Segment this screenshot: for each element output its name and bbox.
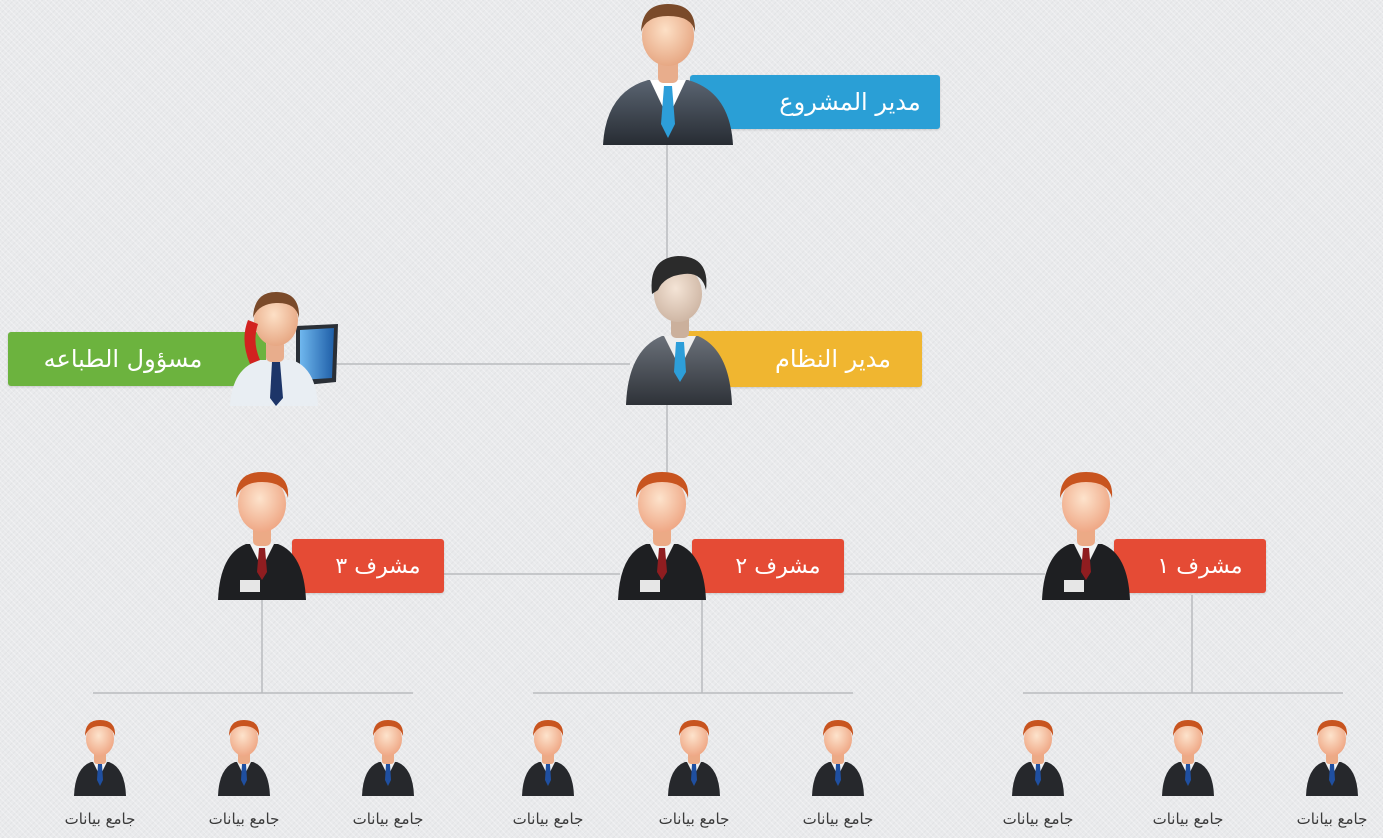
collector-person-icon (1162, 720, 1214, 796)
supervisor-person-icon (218, 472, 306, 600)
data-collector-node-3[interactable]: جامع بيانات (978, 718, 1098, 836)
data-collector-label: جامع بيانات (512, 810, 584, 828)
supervisor-1-node[interactable]: مشرف ١ (1040, 468, 1270, 608)
collector-person-icon (1306, 720, 1358, 796)
data-collector-node-1[interactable]: جامع بيانات (1272, 718, 1383, 836)
admin-person-icon (626, 256, 732, 405)
print-officer-label: مسؤول الطباعه (8, 332, 266, 386)
supervisor-3-label: مشرف ٣ (292, 539, 444, 593)
project-manager-node[interactable]: مدير المشروع (598, 0, 943, 150)
data-collector-node-5[interactable]: جامع بيانات (634, 718, 754, 836)
data-collector-label: جامع بيانات (658, 810, 730, 828)
project-manager-label: مدير المشروع (690, 75, 940, 129)
data-collector-label: جامع بيانات (208, 810, 280, 828)
data-collector-label: جامع بيانات (1152, 810, 1224, 828)
supervisor-person-icon (1042, 472, 1130, 600)
data-collector-node-8[interactable]: جامع بيانات (184, 718, 304, 836)
supervisor-1-label: مشرف ١ (1114, 539, 1266, 593)
supervisor-person-icon (618, 472, 706, 600)
print-officer-node[interactable]: مسؤول الطباعه (8, 290, 343, 410)
data-collector-label: جامع بيانات (1002, 810, 1074, 828)
supervisor-2-node[interactable]: مشرف ٢ (616, 468, 846, 608)
data-collector-label: جامع بيانات (352, 810, 424, 828)
collector-person-icon (522, 720, 574, 796)
supervisor-2-label: مشرف ٢ (692, 539, 844, 593)
data-collector-node-7[interactable]: جامع بيانات (328, 718, 448, 836)
data-collector-node-6[interactable]: جامع بيانات (488, 718, 608, 836)
data-collector-node-2[interactable]: جامع بيانات (1128, 718, 1248, 836)
collector-person-icon (74, 720, 126, 796)
collector-person-icon (218, 720, 270, 796)
data-collector-node-4[interactable]: جامع بيانات (778, 718, 898, 836)
collector-person-icon (1012, 720, 1064, 796)
data-collector-label: جامع بيانات (1296, 810, 1368, 828)
collector-person-icon (668, 720, 720, 796)
collector-person-icon (362, 720, 414, 796)
phone-operator-icon (230, 292, 338, 406)
data-collector-node-9[interactable]: جامع بيانات (40, 718, 160, 836)
supervisor-3-node[interactable]: مشرف ٣ (216, 468, 446, 608)
data-collector-label: جامع بيانات (802, 810, 874, 828)
collector-person-icon (812, 720, 864, 796)
data-collector-label: جامع بيانات (64, 810, 136, 828)
system-manager-node[interactable]: مدير النظام (624, 250, 924, 412)
manager-person-icon (603, 4, 733, 145)
